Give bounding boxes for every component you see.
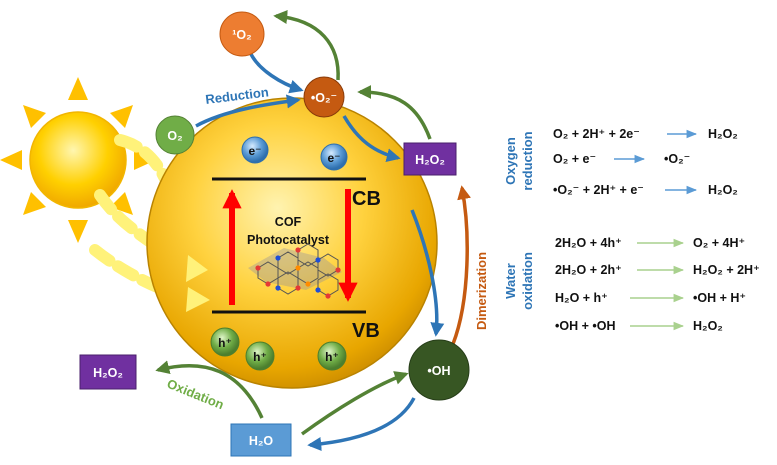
reaction-reactants: 2H₂O + 4h⁺ <box>555 236 622 250</box>
oxygen-reduction-title-line2: reduction <box>520 131 535 190</box>
electron-1: e⁻ <box>241 136 269 164</box>
electron-2: e⁻ <box>320 143 348 171</box>
catalyst-label-line2: Photocatalyst <box>247 233 330 247</box>
reaction-products: •OH + H⁺ <box>693 291 746 305</box>
dimerization-label: Dimerization <box>474 252 489 330</box>
reaction-products: H₂O₂ + 2H⁺ <box>693 263 760 277</box>
reaction-products: •O₂⁻ <box>664 152 690 166</box>
cof-lattice-icon <box>248 243 342 299</box>
water-oxidation-panel: Water oxidation 2H₂O + 4h⁺ O₂ + 4H⁺ 2H₂O… <box>503 236 760 333</box>
hole-1: h⁺ <box>210 327 240 357</box>
superoxide-label: •O₂⁻ <box>311 91 337 105</box>
oxygen-node: O₂ <box>155 115 195 155</box>
hydroxyl-node: •OH <box>408 339 470 401</box>
water-oxidation-title-line1: Water <box>503 263 518 299</box>
reaction-products: H₂O₂ <box>708 183 738 197</box>
reaction-reactants: H₂O + h⁺ <box>555 291 608 305</box>
oxidation-label: Oxidation <box>165 376 226 412</box>
arrow-hydroxyl-to-h2o2 <box>451 185 471 345</box>
cycle-arrows <box>155 10 471 451</box>
arrow-water-to-hydroxyl <box>300 371 409 436</box>
arrow-hydroxyl-to-water <box>307 397 416 451</box>
water-node: H₂O <box>230 423 292 457</box>
hole-label: h⁺ <box>325 350 339 364</box>
water-label: H₂O <box>249 434 274 448</box>
reaction-reactants: •O₂⁻ + 2H⁺ + e⁻ <box>553 183 644 197</box>
reaction-products: O₂ + 4H⁺ <box>693 236 745 250</box>
reaction-products: H₂O₂ <box>693 319 723 333</box>
catalyst-label-line1: COF <box>275 215 302 229</box>
singlet-oxygen-label: ¹O₂ <box>232 28 251 42</box>
oxygen-reduction-title-line1: Oxygen <box>503 137 518 185</box>
hydroxyl-label: •OH <box>427 364 450 378</box>
singlet-oxygen-node: ¹O₂ <box>219 11 265 57</box>
arrow-o2-to-superoxide <box>195 94 301 128</box>
cb-label: CB <box>352 188 381 210</box>
electron-label: e⁻ <box>327 151 340 165</box>
arrow-catalyst-to-hydroxyl <box>410 209 445 337</box>
sun-icon <box>0 77 156 243</box>
reaction-products: H₂O₂ <box>708 127 738 141</box>
arrow-superoxide-to-h2o2 <box>342 115 401 163</box>
hole-label: h⁺ <box>253 350 267 364</box>
oxygen-reduction-panel: Oxygen reduction O₂ + 2H⁺ + 2e⁻ H₂O₂ O₂ … <box>503 127 738 197</box>
oxygen-label: O₂ <box>167 129 182 143</box>
electron-label: e⁻ <box>248 144 261 158</box>
reaction-reactants: •OH + •OH <box>555 319 616 333</box>
superoxide-node: •O₂⁻ <box>303 76 345 118</box>
h2o2-left-label: H₂O₂ <box>93 366 123 380</box>
arrow-h2o2-to-superoxide <box>357 85 432 140</box>
arrow-superoxide-to-singlet <box>273 10 340 81</box>
h2o2-right-label: H₂O₂ <box>415 153 445 167</box>
h2o2-left-node: H₂O₂ <box>79 354 137 390</box>
h2o2-right-node: H₂O₂ <box>403 142 457 176</box>
hole-label: h⁺ <box>218 336 232 350</box>
vb-label: VB <box>352 320 380 342</box>
arrow-singlet-to-superoxide <box>248 51 304 94</box>
reaction-reactants: O₂ + 2H⁺ + 2e⁻ <box>553 127 640 141</box>
water-oxidation-title-line2: oxidation <box>520 252 535 310</box>
hole-3: h⁺ <box>317 341 347 371</box>
hole-2: h⁺ <box>245 341 275 371</box>
reaction-reactants: 2H₂O + 2h⁺ <box>555 263 622 277</box>
light-arrowheads <box>186 255 210 312</box>
reaction-reactants: O₂ + e⁻ <box>553 152 596 166</box>
arrow-water-to-h2o2 <box>155 360 264 419</box>
